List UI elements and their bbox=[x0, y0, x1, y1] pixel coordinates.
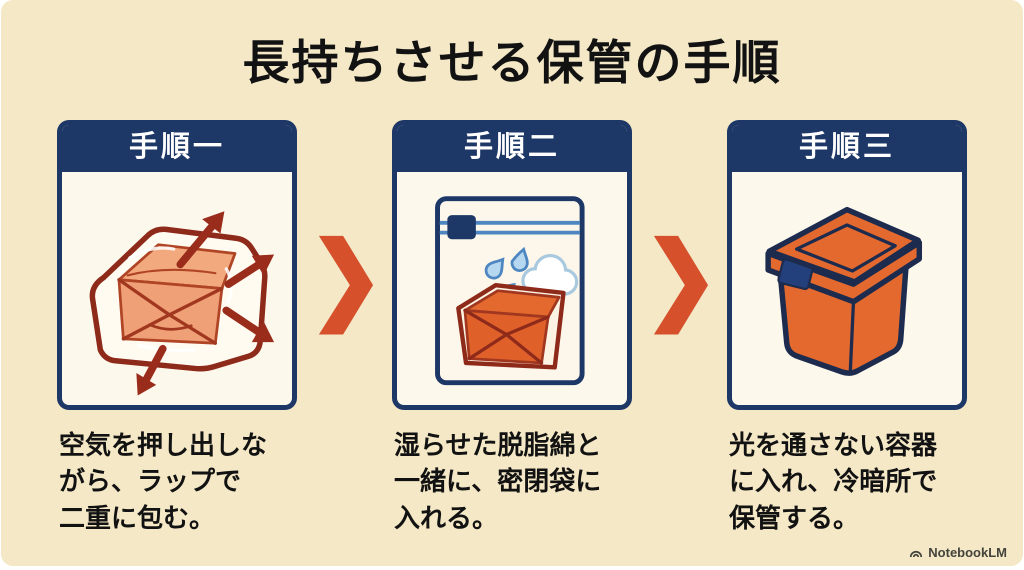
step-3-caption: 光を通さない容器 に入れ、冷暗所で 保管する。 bbox=[729, 430, 938, 533]
step-1-header: 手順一 bbox=[62, 125, 292, 172]
chevron-right-icon bbox=[317, 232, 375, 335]
storage-container-icon bbox=[765, 206, 923, 376]
step-1-caption: 空気を押し出しな がら、ラップで 二重に包む。 bbox=[59, 430, 268, 533]
step-3-panel: 手順三 bbox=[727, 120, 967, 410]
step-3-column: 手順三 光を通さない容器 に入れ、冷暗所で 保管する。 bbox=[727, 120, 967, 536]
step-2-illustration bbox=[397, 172, 627, 405]
page-title: 長持ちさせる保管の手順 bbox=[242, 36, 782, 89]
watermark: NotebookLM bbox=[909, 545, 1007, 560]
watermark-label: NotebookLM bbox=[928, 545, 1007, 560]
ziplock-bag-icon bbox=[435, 196, 585, 386]
step-3-illustration bbox=[732, 172, 962, 405]
step-1-panel: 手順一 bbox=[57, 120, 297, 410]
chevron-right-icon bbox=[652, 232, 710, 335]
step-1-illustration bbox=[62, 172, 292, 405]
step-2-column: 手順二 bbox=[392, 120, 632, 536]
step-1-column: 手順一 bbox=[57, 120, 297, 536]
step-3-header: 手順三 bbox=[732, 125, 962, 172]
step-2-caption: 湿らせた脱脂綿と 一緒に、密閉袋に 入れる。 bbox=[394, 430, 602, 533]
notebooklm-logo-icon bbox=[910, 550, 923, 557]
step-2-header: 手順二 bbox=[397, 125, 627, 172]
step-2-panel: 手順二 bbox=[392, 120, 632, 410]
wrapped-block-icon bbox=[89, 211, 275, 396]
